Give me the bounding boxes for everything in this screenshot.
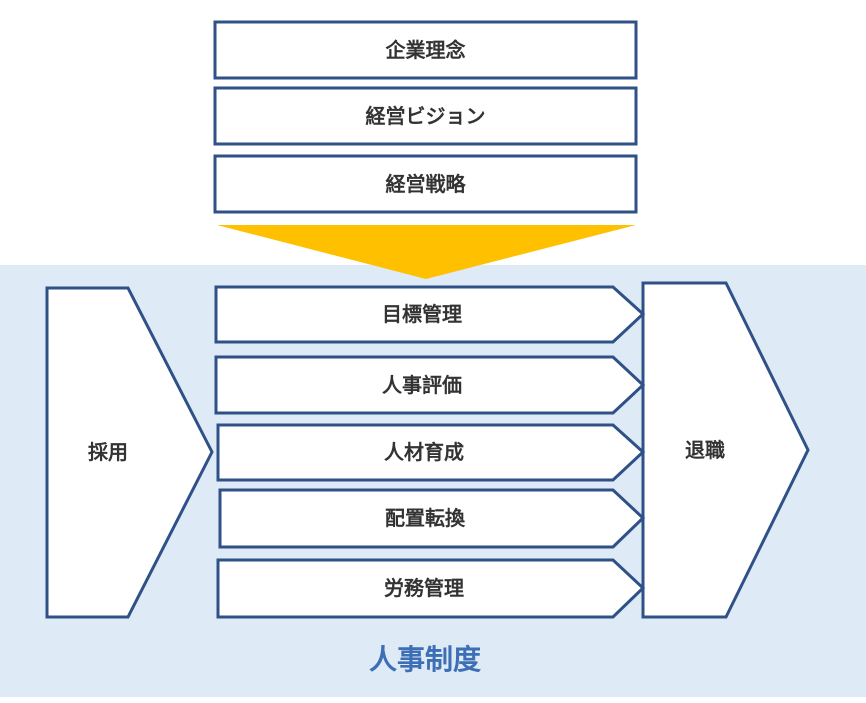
retirement-block: 退職 [641, 281, 810, 619]
panel-title: 人事制度 [369, 643, 481, 676]
middle-item-goal-management: 目標管理 [214, 285, 646, 344]
top-box-vision-label: 経営ビジョン [366, 104, 486, 128]
middle-item-transfer: 配置転換 [218, 488, 646, 549]
middle-item-development: 人材育成 [216, 423, 646, 482]
top-box-philosophy-label: 企業理念 [385, 38, 466, 62]
top-box-philosophy: 企業理念 [213, 20, 638, 80]
recruitment-label: 採用 [88, 440, 128, 464]
middle-item-label: 労務管理 [384, 576, 464, 600]
middle-item-labor-management: 労務管理 [216, 558, 646, 619]
middle-item-label: 目標管理 [382, 302, 462, 326]
top-box-strategy-label: 経営戦略 [386, 172, 467, 196]
top-box-vision: 経営ビジョン [213, 86, 638, 146]
middle-item-evaluation: 人事評価 [214, 355, 646, 415]
middle-item-label: 配置転換 [385, 506, 466, 530]
recruitment-block: 採用 [45, 286, 214, 619]
down-arrow [217, 225, 636, 279]
middle-item-label: 人事評価 [382, 373, 462, 397]
top-box-strategy: 経営戦略 [213, 154, 638, 214]
middle-item-label: 人材育成 [384, 440, 464, 464]
retirement-label: 退職 [685, 438, 725, 462]
